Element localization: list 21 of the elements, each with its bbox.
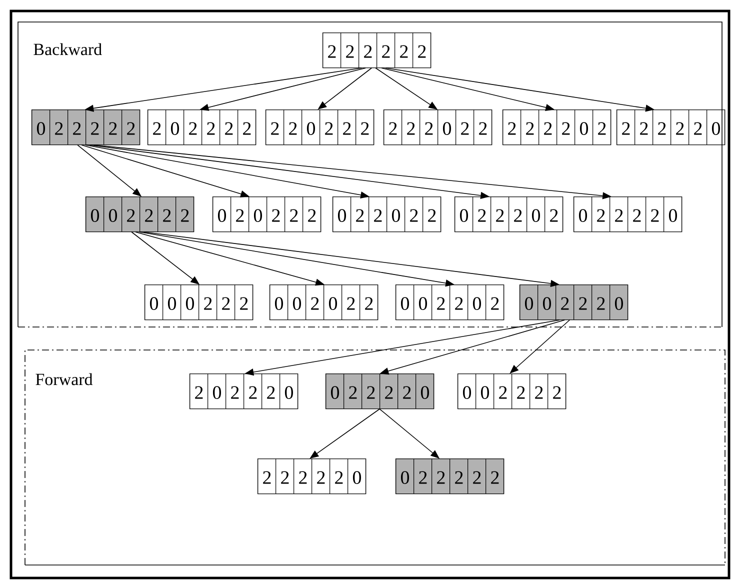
state-box: 2 0 2 2 2 2 (147, 109, 256, 146)
state-box: 0 0 2 2 0 2 (395, 284, 504, 320)
state-box: 2 2 2 2 2 0 (616, 109, 726, 146)
state-box: 0 0 2 2 2 2 (85, 196, 194, 232)
state-box: 0 2 2 2 0 2 (454, 196, 564, 232)
state-box: 0 2 2 2 2 0 (325, 373, 434, 410)
state-box: 0 0 2 0 2 2 (269, 284, 378, 320)
state-box: 0 2 2 2 2 2 (395, 458, 504, 494)
state-box: 2 2 2 2 0 2 (502, 109, 612, 146)
state-box: 0 0 0 2 2 2 (144, 284, 254, 320)
state-box: 2 2 2 2 2 2 (322, 32, 432, 68)
state-box: 2 2 2 0 2 2 (383, 109, 492, 146)
state-box: 0 0 2 2 2 2 (457, 373, 566, 410)
state-box: 0 2 0 2 2 2 (212, 196, 322, 232)
state-box: 0 0 2 2 2 0 (519, 284, 628, 320)
state-box: 2 0 2 2 2 0 (189, 373, 298, 410)
state-box: 2 2 0 2 2 2 (265, 109, 374, 146)
state-box: 0 2 2 0 2 2 (332, 196, 442, 232)
state-box: 0 2 2 2 2 0 (573, 196, 682, 232)
state-box: 2 2 2 2 2 0 (257, 458, 366, 494)
state-box: 0 2 2 2 2 2 (31, 109, 140, 146)
